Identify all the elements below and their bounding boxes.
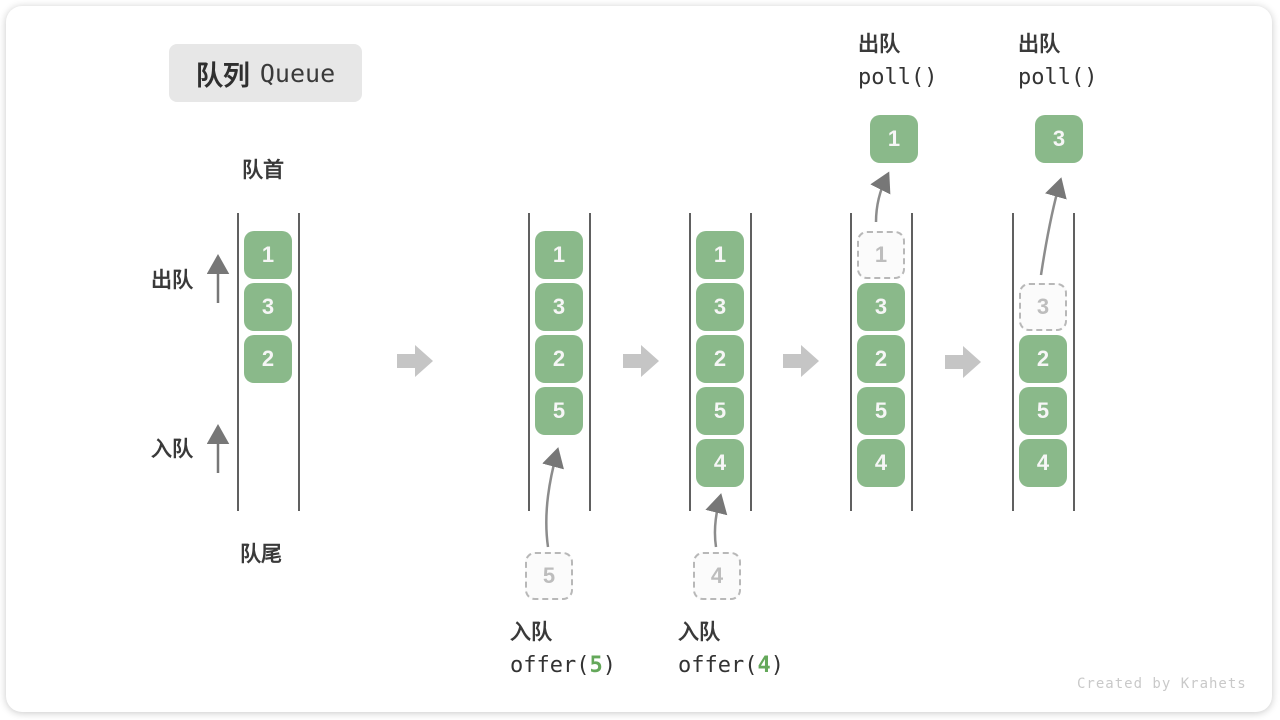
watermark: Created by Krahets [1077, 676, 1247, 692]
operation-label-poll-2: 出队 poll() [1018, 28, 1097, 94]
queue-item: 5 [1019, 387, 1067, 435]
operation-zh: 入队 [678, 621, 720, 644]
queue-front-label: 队首 [242, 159, 284, 182]
dequeued-item: 1 [870, 115, 918, 163]
state-transition-arrow-icon [945, 346, 981, 378]
queue-item: 2 [696, 335, 744, 383]
queue-item: 3 [244, 283, 292, 331]
enqueue-side-label: 入队 [151, 438, 193, 461]
operation-code: poll() [858, 65, 938, 90]
dequeued-item: 3 [1035, 115, 1083, 163]
operation-zh: 出队 [858, 33, 900, 56]
queue-wall [911, 213, 913, 511]
queue-wall [750, 213, 752, 511]
queue-item: 4 [696, 439, 744, 487]
title-badge: 队列 Queue [169, 44, 362, 102]
queue-item: 2 [244, 335, 292, 383]
dequeue-side-label: 出队 [151, 269, 193, 292]
operation-label-offer-5: 入队 offer(5) [510, 616, 616, 682]
queue-item: 2 [1019, 335, 1067, 383]
operation-zh: 出队 [1018, 33, 1060, 56]
queue-item: 5 [696, 387, 744, 435]
dequeue-motion-arrow-icon [1039, 177, 1067, 276]
title-en: Queue [259, 58, 336, 88]
title-zh: 队列 [195, 60, 250, 91]
operation-arg: 5 [589, 653, 603, 678]
operation-label-poll-1: 出队 poll() [858, 28, 937, 94]
queue-wall [1073, 213, 1075, 511]
queue-wall [689, 213, 691, 511]
dequeue-motion-arrow-icon [870, 171, 891, 223]
queue-item: 5 [857, 387, 905, 435]
enqueue-motion-arrow-icon [705, 493, 728, 548]
operation-code: offer(4) [678, 653, 784, 678]
queue-rear-label: 队尾 [240, 543, 282, 566]
state-transition-arrow-icon [783, 345, 819, 377]
queue-wall [850, 213, 852, 511]
operation-zh: 入队 [510, 621, 552, 644]
queue-item: 3 [535, 283, 583, 331]
removed-item-slot: 1 [857, 231, 905, 279]
operation-code: offer(5) [510, 653, 616, 678]
queue-item: 2 [857, 335, 905, 383]
state-transition-arrow-icon [623, 345, 659, 377]
operation-label-offer-4: 入队 offer(4) [678, 616, 784, 682]
queue-wall [298, 213, 300, 511]
state-transition-arrow-icon [397, 345, 433, 377]
queue-item: 3 [696, 283, 744, 331]
queue-item: 2 [535, 335, 583, 383]
queue-wall [589, 213, 591, 511]
queue-item: 1 [696, 231, 744, 279]
queue-wall [528, 213, 530, 511]
queue-item: 3 [857, 283, 905, 331]
queue-item: 4 [857, 439, 905, 487]
enqueue-candidate: 5 [525, 552, 573, 600]
operation-code: poll() [1018, 65, 1098, 90]
queue-item: 5 [535, 387, 583, 435]
queue-wall [1012, 213, 1014, 511]
queue-item: 1 [244, 231, 292, 279]
enqueue-motion-arrow-icon [542, 447, 564, 548]
queue-item: 4 [1019, 439, 1067, 487]
removed-item-slot: 3 [1019, 283, 1067, 331]
queue-wall [237, 213, 239, 511]
operation-arg: 4 [757, 653, 771, 678]
queue-item: 1 [535, 231, 583, 279]
enqueue-candidate: 4 [693, 552, 741, 600]
